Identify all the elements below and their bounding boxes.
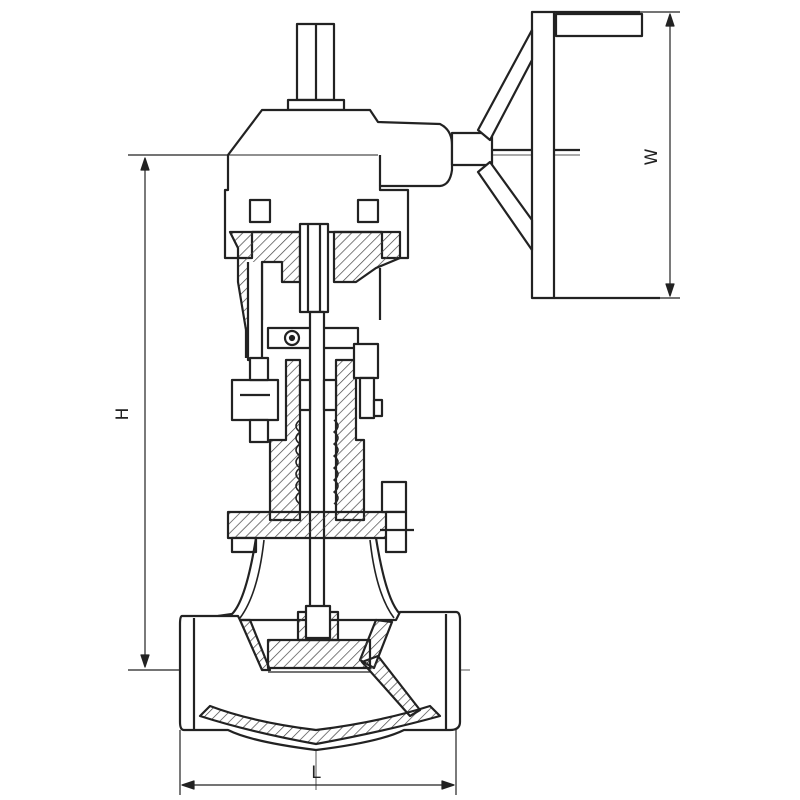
dimension-h <box>128 154 228 671</box>
label-width: W <box>642 148 662 165</box>
stem-coupling <box>298 222 330 314</box>
yoke-section <box>228 230 402 362</box>
gear-shaft <box>450 131 580 167</box>
dimension-l <box>179 730 457 795</box>
bonnet-flange <box>226 480 414 554</box>
valve-body <box>178 610 462 752</box>
handwheel <box>476 10 660 300</box>
gearbox-housing <box>223 108 454 260</box>
valve-stem <box>308 310 326 624</box>
gland-bolt-left <box>230 356 280 444</box>
valve-disc <box>266 604 372 673</box>
stem-top <box>286 22 346 112</box>
gland-bolt-right <box>352 342 384 420</box>
bellows <box>295 419 339 505</box>
label-length: L <box>311 763 321 783</box>
dimension-w <box>640 11 680 299</box>
label-height: H <box>113 408 133 421</box>
